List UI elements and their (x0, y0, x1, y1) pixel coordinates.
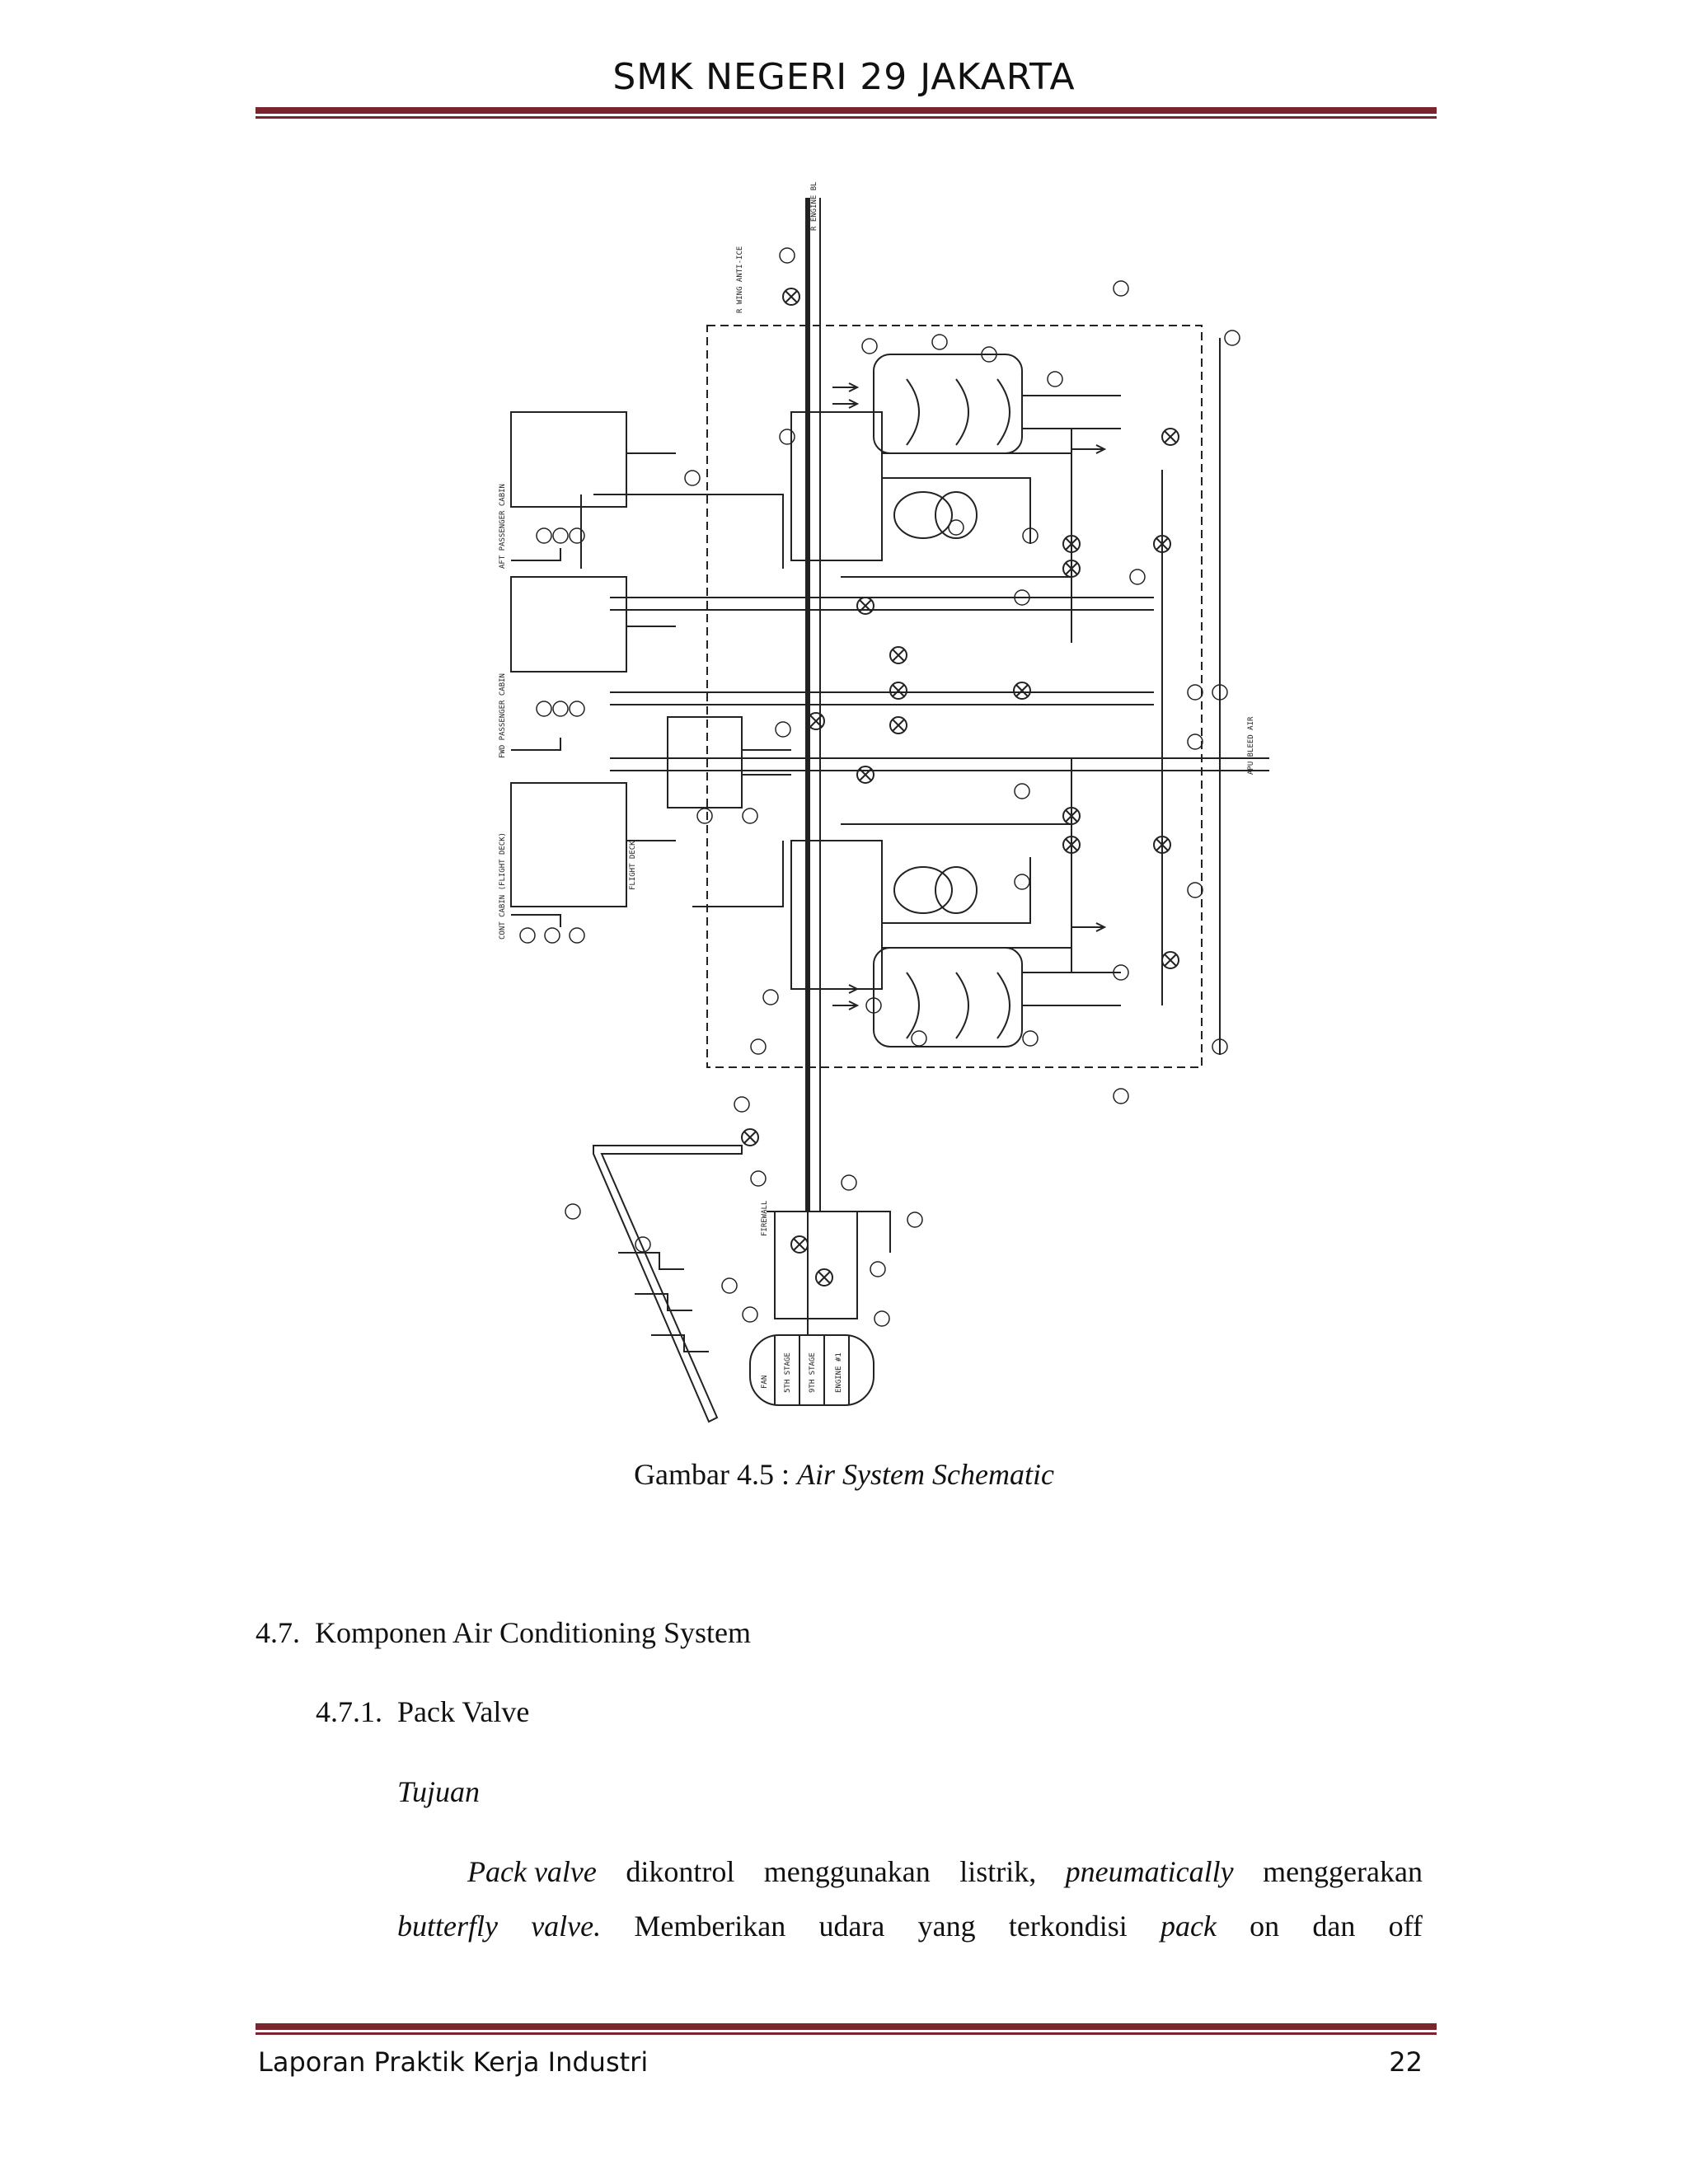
label-engine-stage-3: 9TH STAGE (809, 1352, 817, 1393)
word: udara (818, 1910, 885, 1943)
air-system-schematic: R ENGINE BLEED AIR R WING ANTI-ICE AFT P… (495, 150, 1269, 1434)
section-number: 4.7. (256, 1616, 300, 1649)
word: Memberikan (634, 1910, 786, 1943)
section-heading: 4.7. Komponen Air Conditioning System (256, 1615, 751, 1650)
label-cont-cabin: CONT CABIN (FLIGHT DECK) (499, 832, 507, 940)
label-engine-stage-1: FAN (761, 1376, 769, 1389)
word: Pack valve (467, 1855, 597, 1888)
word: yang (917, 1910, 976, 1943)
subhead-tujuan: Tujuan (397, 1775, 481, 1808)
figure-caption-title: Air System Schematic (797, 1458, 1054, 1491)
label-engine-bleed: R ENGINE BLEED AIR (810, 181, 818, 231)
word: menggerakan (1263, 1855, 1423, 1888)
subsection-title: Pack Valve (397, 1695, 530, 1728)
label-engine-stage-4: ENGINE #1 (835, 1352, 843, 1393)
word: off (1388, 1910, 1423, 1943)
label-flight-deck: FLIGHT DECK (629, 841, 637, 890)
label-wing-anti-ice: R WING ANTI-ICE (736, 246, 744, 313)
subsection-heading: 4.7.1. Pack Valve (316, 1694, 529, 1729)
word: pack (1160, 1910, 1217, 1943)
subsection-number: 4.7.1. (316, 1695, 382, 1728)
page-number: 22 (1389, 2046, 1423, 2078)
header-rule (256, 107, 1437, 119)
footer-report-title: Laporan Praktik Kerja Industri (258, 2046, 649, 2078)
label-engine-stage-2: 5TH STAGE (784, 1352, 792, 1393)
word: listrik, (959, 1855, 1037, 1888)
figure-caption: Gambar 4.5 : Air System Schematic (0, 1457, 1688, 1492)
footer-rule (256, 2023, 1437, 2035)
label-firewall: FIREWALL (761, 1201, 769, 1236)
label-aft-cabin: AFT PASSENGER CABIN (499, 484, 507, 569)
word: valve. (531, 1910, 602, 1943)
word: on (1250, 1910, 1280, 1943)
word: terkondisi (1008, 1910, 1128, 1943)
word: dan (1312, 1910, 1356, 1943)
word: pneumatically (1065, 1855, 1234, 1888)
paragraph-line-1: Pack valve dikontrol menggunakan listrik… (467, 1854, 1423, 1889)
label-apu-bleed: APU BLEED AIR (1247, 716, 1255, 775)
paragraph-line-2: butterfly valve. Memberikan udara yang t… (397, 1909, 1423, 1943)
page-header-title: SMK NEGERI 29 JAKARTA (612, 56, 1076, 98)
word: menggunakan (763, 1855, 931, 1888)
section-title: Komponen Air Conditioning System (315, 1616, 752, 1649)
label-fwd-cabin: FWD PASSENGER CABIN (499, 673, 507, 758)
word: dikontrol (626, 1855, 735, 1888)
figure-caption-prefix: Gambar 4.5 : (634, 1458, 798, 1491)
word: butterfly (397, 1910, 498, 1943)
schematic-drawing: R ENGINE BLEED AIR R WING ANTI-ICE AFT P… (499, 150, 1269, 1423)
